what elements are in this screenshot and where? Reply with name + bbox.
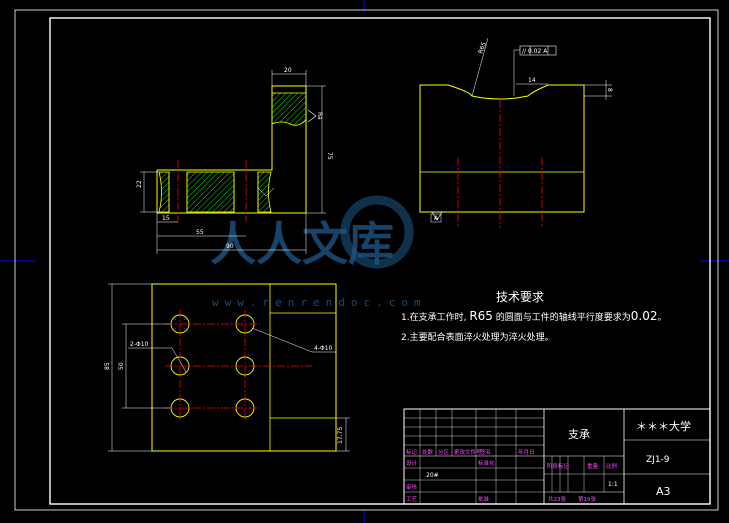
tb-sheet-total: 共23张	[548, 495, 566, 503]
title-block: 标记 处数 分区 更改文件号 签名 年月日 设计 20# 标准化 审核 工艺 批…	[403, 408, 711, 505]
tb-scale: 1:1	[608, 481, 618, 488]
tolerance-frame: // 0.02 A	[522, 48, 548, 55]
tb-part-name: 支承	[568, 428, 590, 441]
plan-view: 85 50 2-Φ10 4-Φ10 17.75	[104, 283, 350, 452]
dim-len-55: 55	[196, 229, 204, 236]
dim-14: 14	[528, 77, 536, 84]
dim-height-85: 85	[104, 362, 111, 370]
watermark-url: www.renrendoc.com	[212, 296, 427, 309]
tb-material: 20#	[426, 472, 439, 479]
tb-change-doc: 更改文件号	[454, 448, 482, 456]
tb-drawing-no: ZJ1-9	[646, 455, 670, 465]
watermark: 人人文库 www.renrendoc.com	[210, 195, 427, 309]
watermark-text: 人人文库	[210, 217, 394, 271]
hole-callout-right: 4-Φ10	[314, 345, 333, 352]
tech-line-2: 2.主要配合表面淬火处理为淬火处理。	[401, 331, 554, 343]
tb-process: 工艺	[406, 496, 418, 503]
tb-date: 年月日	[518, 448, 535, 456]
radius-note: R65	[477, 41, 488, 55]
dim-len-15: 15	[162, 215, 170, 222]
tb-count: 处数	[422, 448, 434, 456]
tb-stage-mark: 阶段标记	[547, 462, 570, 470]
tb-review: 审核	[406, 483, 418, 491]
tb-ratio: 比例	[606, 462, 618, 470]
tb-sheet-index: 第19张	[578, 495, 596, 503]
tech-title: 技术要求	[496, 290, 544, 304]
dim-height-75: 75	[326, 152, 333, 160]
tb-mark: 标记	[406, 448, 418, 456]
tech-line-1: 1.在支承工作时, R65 的圆面与工件的轴线平行度要求为0.02。	[401, 309, 667, 323]
tb-school: ＊＊＊大学	[636, 419, 691, 433]
roughness-top: Ra	[316, 112, 323, 120]
dim-width-20: 20	[284, 67, 292, 74]
dim-len-90: 90	[226, 243, 234, 250]
tb-standardize: 标准化	[478, 459, 495, 467]
tb-sign: 签名	[480, 448, 491, 456]
outer-frame	[14, 9, 719, 511]
dim-17-75: 17.75	[337, 427, 344, 444]
technical-requirements: 技术要求 1.在支承工作时, R65 的圆面与工件的轴线平行度要求为0.02。 …	[401, 290, 667, 343]
tb-weight: 重量	[587, 462, 599, 470]
side-view: R65 // 0.02 A 14 8 A	[419, 37, 613, 228]
hole-callout-left: 2-Φ10	[130, 341, 149, 348]
dim-height-50: 50	[118, 362, 125, 370]
front-section-view: 20 75 22 15 55 90 Ra	[136, 67, 333, 254]
dim-8: 8	[606, 88, 613, 92]
datum-a: A	[434, 215, 439, 222]
dim-height-22: 22	[136, 180, 143, 188]
tb-sheet-size: A3	[656, 485, 671, 498]
tb-design: 设计	[406, 459, 418, 467]
tb-zone: 分区	[438, 448, 450, 456]
tb-approve: 批准	[478, 495, 490, 503]
inner-frame	[49, 17, 711, 505]
